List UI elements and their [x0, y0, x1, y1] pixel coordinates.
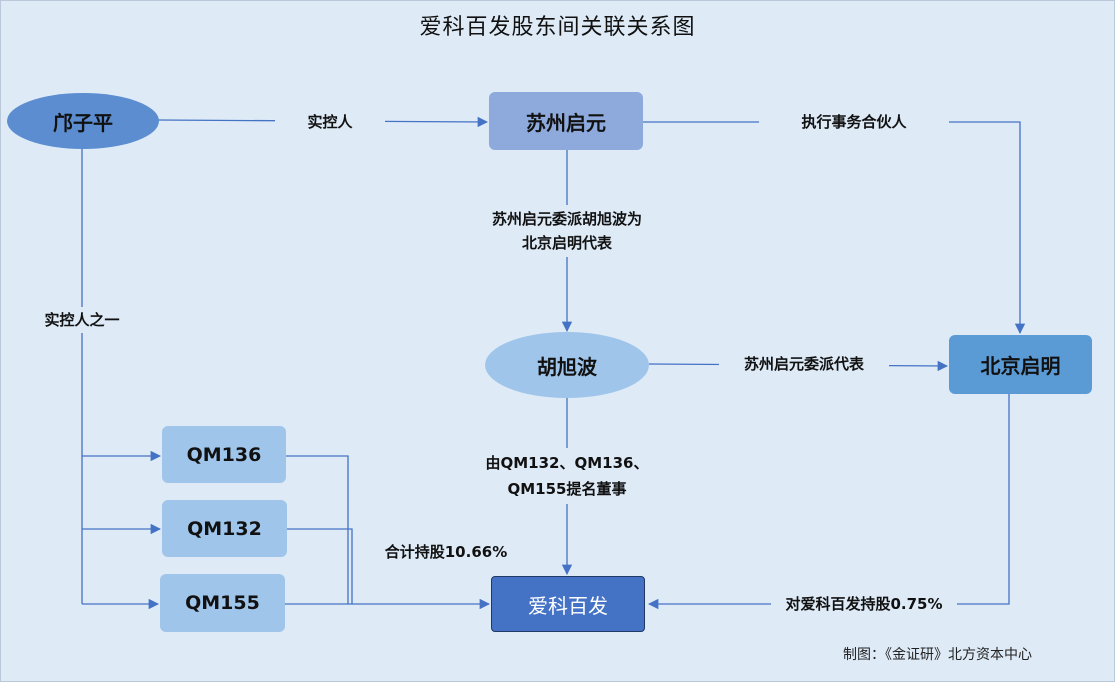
node-hu-xubo: 胡旭波 [485, 332, 649, 398]
label-nominate-line2: QM155提名董事 [507, 480, 627, 498]
node-bing-ziping: 邝子平 [7, 93, 159, 149]
label-appoint-line2: 北京启明代表 [521, 234, 612, 252]
label-nominate-line1: 由QM132、QM136、 [485, 454, 649, 472]
label-appoint: 苏州启元委派胡旭波为 北京启明代表 [461, 205, 673, 257]
label-executive-partner: 执行事务合伙人 [759, 109, 949, 135]
label-nominate: 由QM132、QM136、 QM155提名董事 [471, 448, 663, 504]
edge-qm136-out [286, 455, 349, 604]
label-suzhou-delegate: 苏州启元委派代表 [719, 351, 889, 377]
edge-qm132-out [287, 528, 353, 604]
edge-executive-partner [642, 121, 1026, 335]
label-bj-holding: 对爱科百发持股0.75% [771, 591, 957, 617]
label-combined-holding: 合计持股10.66% [384, 543, 508, 561]
label-controller: 实控人 [275, 109, 385, 135]
node-suzhou-qiyuan: 苏州启元 [489, 92, 643, 150]
node-qm136: QM136 [162, 426, 286, 483]
diagram-title: 爱科百发股东间关联关系图 [419, 15, 696, 40]
node-beijing-qiming: 北京启明 [949, 335, 1092, 394]
node-aikebaifa: 爱科百发 [491, 576, 645, 632]
footer-credit: 制图：《金证研》北方资本中心 [843, 647, 1032, 663]
label-appoint-line1: 苏州启元委派胡旭波为 [491, 210, 642, 228]
node-qm155: QM155 [160, 574, 285, 632]
edge-bj-holding [647, 394, 1010, 610]
label-one-of-controllers: 实控人之一 [19, 307, 145, 333]
node-qm132: QM132 [162, 500, 287, 557]
